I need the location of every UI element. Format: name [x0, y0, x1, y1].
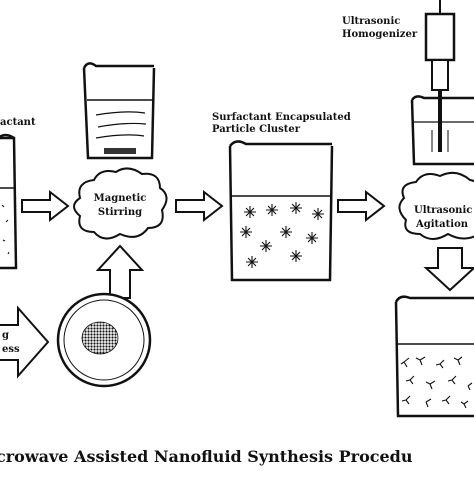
diagram-title: crowave Assisted Nanofluid Synthesis Pro… [0, 447, 413, 466]
surfactant-beaker [0, 133, 18, 270]
homogenizer-label-2: Homogenizer [342, 29, 418, 40]
homogenizer-label-1: Ultrasonic [342, 16, 400, 27]
surfactant-label: actant [0, 117, 36, 128]
ultrasonic-agitation-cloud [398, 171, 474, 240]
ultrasonic-agitation-label-2: Agitation [415, 219, 469, 230]
stir-bar [104, 148, 136, 154]
particle-cluster [81, 321, 119, 355]
arrow-up-to-stirring [95, 244, 145, 299]
arrow-to-magnetic-stirring [21, 189, 70, 223]
arrow-down-to-nanofluid [423, 247, 474, 292]
encapsulated-label-2: Particle Cluster [212, 124, 301, 135]
arrow-to-encapsulated-beaker [175, 189, 224, 223]
arrow-to-ultrasonic-agitation [337, 189, 386, 223]
magnetic-stirring-cloud [73, 167, 168, 240]
homogenizer-body [424, 12, 456, 62]
arrow-to-petri-dish [0, 305, 50, 379]
ultrasonic-homogenizer [410, 0, 474, 166]
magnetic-stirring-label-2: Stirring [98, 207, 142, 218]
petri-dish [56, 292, 152, 388]
nanofluid-beaker [394, 295, 474, 418]
ultrasonic-agitation-label-1: Ultrasonic [414, 205, 472, 216]
magnetic-stirring-label-1: Magnetic [94, 193, 147, 204]
stirrer-beaker [82, 62, 156, 160]
process-label-2: ess [2, 344, 20, 355]
encapsulated-beaker [228, 140, 334, 282]
process-label-1: g [2, 330, 9, 341]
encapsulated-label-1: Surfactant Encapsulated [212, 112, 351, 123]
